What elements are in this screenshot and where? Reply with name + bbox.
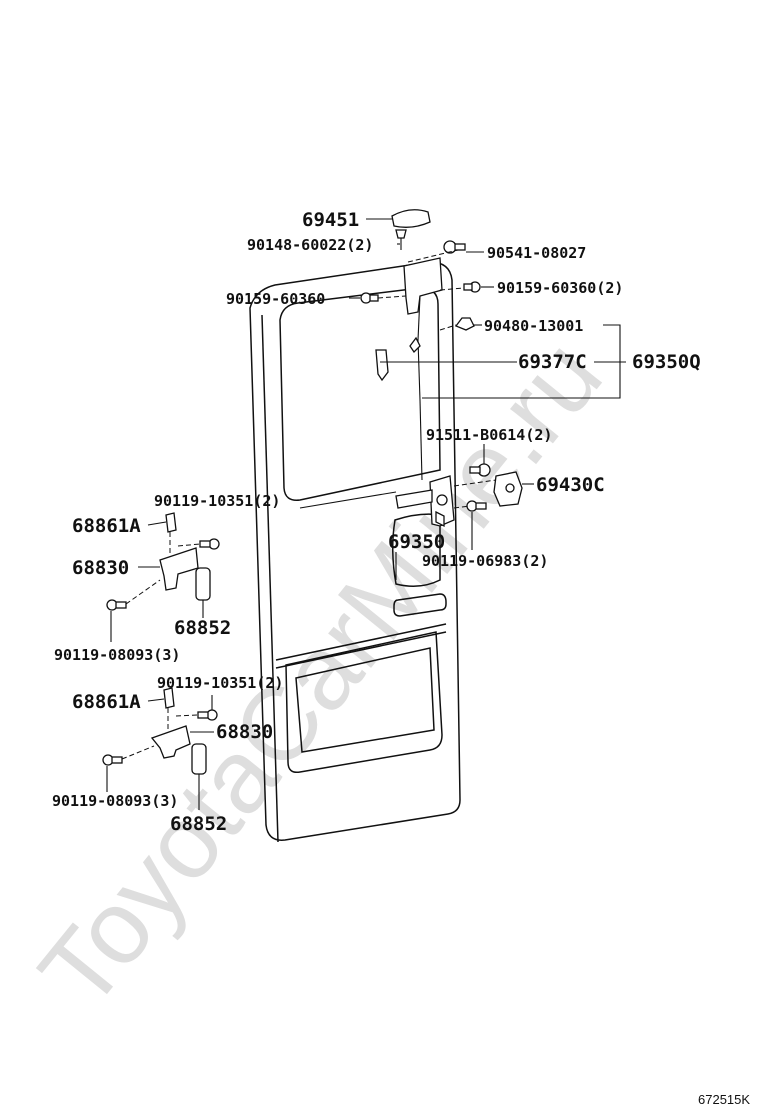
part-68830-upper-hinge	[159, 547, 199, 591]
figure-code: 672515K	[698, 1092, 750, 1107]
label-90119-08093-lower: 90119-08093(3)	[52, 792, 178, 810]
label-90159-60360-2: 90159-60360(2)	[497, 279, 623, 297]
part-90119-08093-upper	[106, 599, 127, 611]
label-68830-lower: 68830	[216, 721, 273, 743]
label-69451: 69451	[302, 209, 359, 231]
part-90159-bolt-right	[463, 281, 481, 293]
label-90159-60360: 90159-60360	[226, 290, 325, 308]
part-90119-10351-upper	[199, 538, 220, 550]
label-68852-lower: 68852	[170, 813, 227, 835]
part-upper-latch	[403, 257, 443, 481]
label-69430C: 69430C	[536, 474, 605, 496]
part-68830-lower-hinge	[150, 725, 191, 759]
label-68861A-lower: 68861A	[72, 691, 141, 713]
part-90119-06983-bolt	[466, 500, 487, 512]
label-90119-10351-upper: 90119-10351(2)	[154, 492, 280, 510]
label-90480-13001: 90480-13001	[484, 317, 583, 335]
part-69350-lock	[395, 475, 455, 528]
label-68830-upper: 68830	[72, 557, 129, 579]
label-69350: 69350	[388, 531, 445, 553]
label-68852-upper: 68852	[174, 617, 231, 639]
callout-labels: 69451 90148-60022(2) 90541-08027 90159-6…	[52, 209, 701, 835]
part-68861A-upper	[165, 512, 177, 533]
part-90159-bolt-left	[360, 292, 379, 304]
part-68852-lower	[191, 743, 207, 775]
assembly-dashed-lines	[121, 249, 497, 760]
label-91511-B0614: 91511-B0614(2)	[426, 426, 552, 444]
part-90119-10351-lower	[197, 709, 218, 721]
part-68861A-lower	[163, 687, 175, 709]
leader-lines	[106, 218, 626, 810]
part-69430C-striker	[493, 471, 523, 507]
label-69350Q: 69350Q	[632, 351, 701, 373]
part-90119-08093-lower	[102, 754, 123, 766]
door-panel	[249, 261, 461, 843]
part-69377C-clip	[375, 336, 421, 382]
part-69451-clip	[391, 209, 431, 228]
label-90119-08093-upper: 90119-08093(3)	[54, 646, 180, 664]
label-90119-06983: 90119-06983(2)	[422, 552, 548, 570]
part-68852-upper	[195, 567, 211, 601]
part-90541-bolt	[443, 240, 466, 254]
label-90148-60022: 90148-60022(2)	[247, 236, 373, 254]
label-90541-08027: 90541-08027	[487, 244, 586, 262]
part-90148-screw	[395, 229, 407, 250]
label-90119-10351-lower: 90119-10351(2)	[157, 674, 283, 692]
label-68861A-upper: 68861A	[72, 515, 141, 537]
label-69377C: 69377C	[518, 351, 587, 373]
part-90480-nut	[454, 317, 475, 331]
